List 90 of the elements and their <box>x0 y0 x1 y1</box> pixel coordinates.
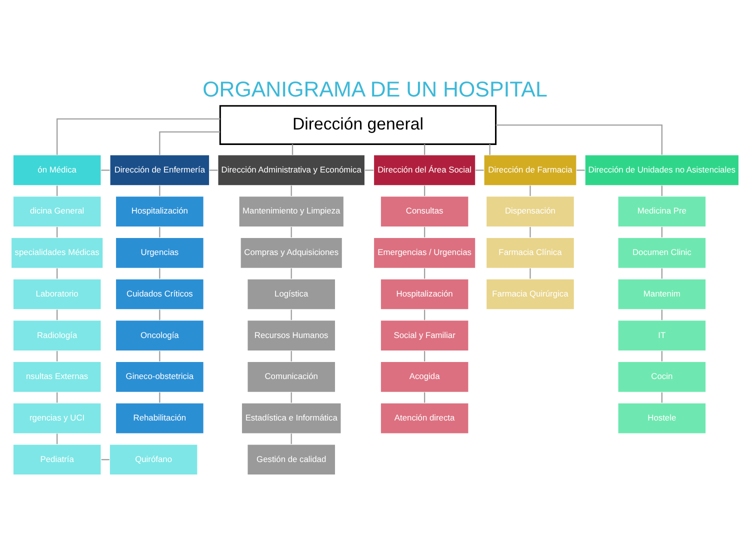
node-box: Social y Familiar <box>380 319 469 351</box>
node-box: Logística <box>246 278 336 310</box>
connector <box>424 144 426 154</box>
connector <box>661 226 662 237</box>
node-box: specialidades Médicas <box>10 236 104 268</box>
connector <box>56 433 58 444</box>
node-box: Medicina Pre <box>618 195 706 227</box>
node-box: Cuidados Críticos <box>115 278 204 310</box>
connector <box>292 144 294 154</box>
connector <box>56 226 58 237</box>
connector <box>56 350 58 361</box>
node-box: Acogida <box>380 360 469 392</box>
connector <box>56 309 58 320</box>
connector <box>290 433 292 444</box>
node-box: Farmacia Quirúrgica <box>486 278 575 310</box>
connector <box>159 185 160 196</box>
connector <box>364 169 374 170</box>
connector <box>424 185 426 196</box>
node-box: Laboratorio <box>12 278 102 310</box>
connector <box>56 268 58 278</box>
node-box: Dirección de Farmacia <box>484 154 577 186</box>
node-box: Dirección de Unidades no Asistenciales <box>584 154 740 186</box>
node-box: Farmacia Clínica <box>486 236 575 268</box>
connector <box>530 268 531 278</box>
node-box: Estadística e Informática <box>241 402 342 434</box>
node-box: Atención directa <box>380 402 469 434</box>
connector <box>290 268 292 278</box>
node-box: nsultas Externas <box>12 360 102 392</box>
node-box: Hospitalización <box>380 278 469 310</box>
node-box: Oncología <box>115 319 204 351</box>
node-box: Dirección de Enfermería <box>110 154 210 186</box>
node-box: IT <box>618 319 706 351</box>
node-box: Dirección del Área Social <box>373 154 476 186</box>
connector <box>424 268 426 278</box>
node-box: Consultas <box>380 195 469 227</box>
node-box: Gineco-obstetricia <box>115 360 204 392</box>
connector <box>530 185 531 196</box>
connector <box>661 185 662 196</box>
node-box: Cocin <box>618 360 706 392</box>
node-box: Comunicación <box>246 360 336 392</box>
connector <box>159 309 160 320</box>
connector <box>159 392 160 402</box>
connector <box>661 392 662 402</box>
connector <box>476 169 484 170</box>
connector <box>290 309 292 320</box>
connector <box>530 226 531 237</box>
connector <box>489 144 490 154</box>
connector <box>496 124 662 154</box>
connector <box>424 350 426 361</box>
node-box: Compras y Adquisiciones <box>240 236 343 268</box>
connector <box>159 350 160 361</box>
connector <box>56 118 220 154</box>
node-box: Gestión de calidad <box>246 443 336 475</box>
connector <box>661 268 662 278</box>
node-box: Urgencias <box>115 236 204 268</box>
connector <box>209 169 218 170</box>
connector <box>56 185 58 196</box>
connector <box>576 169 585 170</box>
connector <box>159 130 220 154</box>
node-box: Dispensación <box>486 195 575 227</box>
connector <box>290 392 292 402</box>
connector <box>290 185 292 196</box>
connector <box>661 309 662 320</box>
node-box: Mantenimiento y Limpieza <box>238 195 344 227</box>
node-box: Emergencias / Urgencias <box>373 236 476 268</box>
node-box: Pediatría <box>12 443 102 475</box>
node-box: Hostele <box>618 402 706 434</box>
connector <box>159 226 160 237</box>
connector <box>101 169 110 170</box>
node-box: Dirección Administrativa y Económica <box>217 154 366 186</box>
connector <box>424 392 426 402</box>
node-box: Radiología <box>12 319 102 351</box>
node-box: dicina General <box>12 195 102 227</box>
node-box: Rehabilitación <box>115 402 204 434</box>
node-box: Documen Clinic <box>618 236 706 268</box>
node-box: Quirófano <box>109 443 198 475</box>
connector <box>661 350 662 361</box>
node-box: Hospitalización <box>115 195 204 227</box>
connector <box>290 350 292 361</box>
node-box: rgencias y UCI <box>12 402 102 434</box>
node-box: Mantenim <box>618 278 706 310</box>
connector <box>159 268 160 278</box>
node-box: Dirección general <box>219 104 497 144</box>
connector <box>56 392 58 402</box>
connector <box>424 309 426 320</box>
node-box: Recursos Humanos <box>246 319 336 351</box>
node-box: ón Médica <box>12 154 102 186</box>
connector <box>424 226 426 237</box>
connector <box>290 226 292 237</box>
diagram-title: ORGANIGRAMA DE UN HOSPITAL <box>202 76 548 101</box>
